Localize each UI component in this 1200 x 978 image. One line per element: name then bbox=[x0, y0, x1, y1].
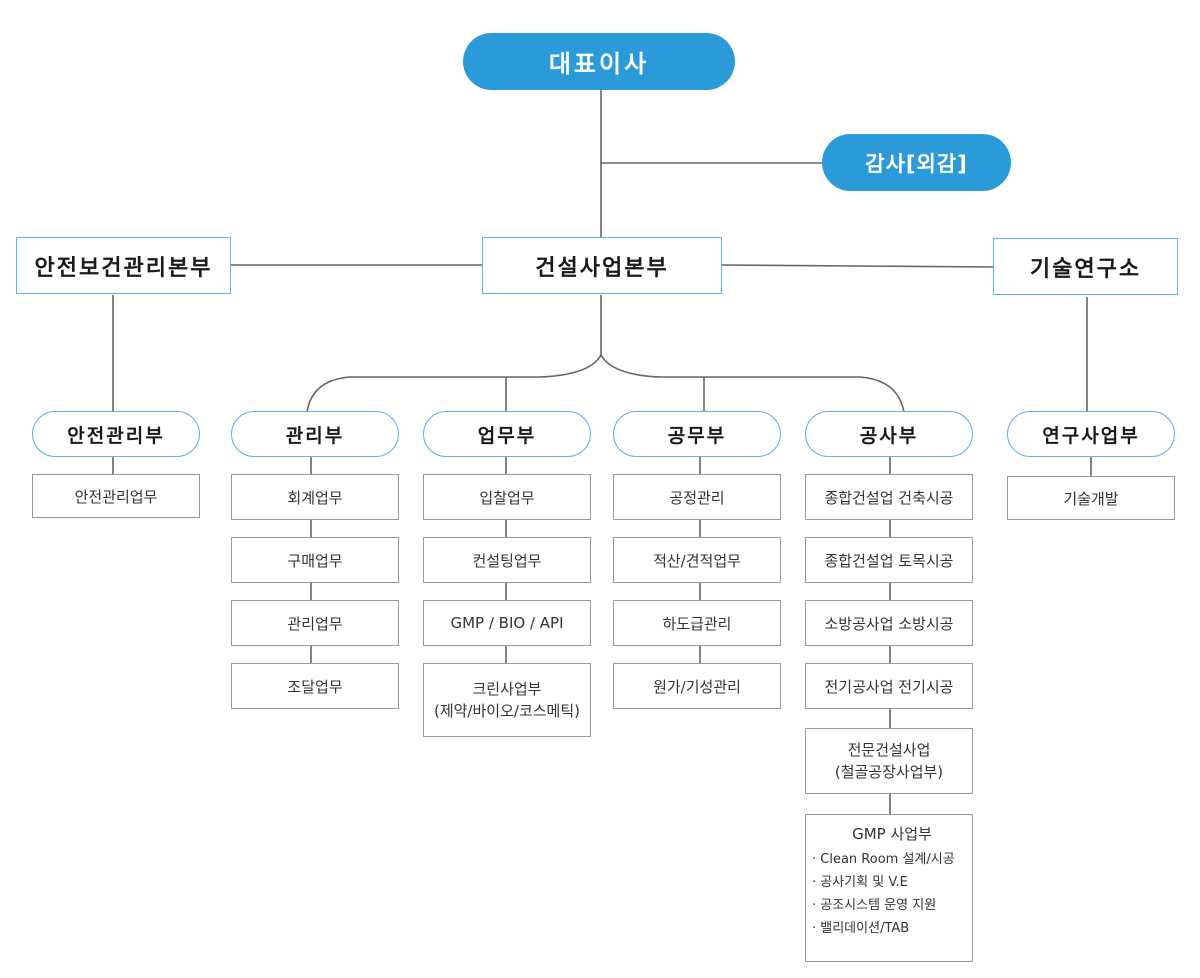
dept-management-label: 관리부 bbox=[285, 424, 345, 447]
task-fire-protection: 소방공사업 소방시공 bbox=[805, 600, 973, 646]
task-procurement: 조달업무 bbox=[231, 663, 399, 709]
task-process-mgmt: 공정관리 bbox=[613, 474, 781, 520]
task-label: 전기공사업 전기시공 bbox=[824, 677, 954, 696]
gmp-item: · 밸리데이션/TAB bbox=[812, 921, 910, 936]
task-label: 소방공사업 소방시공 bbox=[824, 614, 954, 633]
task-estimation: 적산/견적업무 bbox=[613, 537, 781, 583]
dept-business: 업무부 bbox=[423, 411, 591, 457]
research-institute-label: 기술연구소 bbox=[1029, 256, 1142, 282]
task-label: 크린사업부 bbox=[472, 680, 542, 698]
task-subcontract-mgmt: 하도급관리 bbox=[613, 600, 781, 646]
task-label: 회계업무 bbox=[287, 488, 343, 507]
gmp-item: · 공조시스템 운영 지원 bbox=[812, 898, 937, 913]
task-sublabel: (제약/바이오/코스메틱) bbox=[433, 702, 580, 720]
task-safety-mgmt: 안전관리업무 bbox=[32, 474, 200, 518]
task-electrical: 전기공사업 전기시공 bbox=[805, 663, 973, 709]
construction-division-node: 건설사업본부 bbox=[482, 237, 722, 294]
dept-safety-mgmt: 안전관리부 bbox=[32, 411, 200, 457]
safety-division-label: 안전보건관리본부 bbox=[34, 255, 213, 281]
dept-engineering: 공무부 bbox=[613, 411, 781, 457]
task-label: 조달업무 bbox=[287, 677, 343, 696]
task-tech-development: 기술개발 bbox=[1007, 476, 1175, 520]
task-gmp-division: GMP 사업부 · Clean Room 설계/시공 · 공사기획 및 V.E … bbox=[805, 814, 973, 962]
dept-research-biz-label: 연구사업부 bbox=[1042, 424, 1140, 447]
task-label: 적산/견적업무 bbox=[653, 551, 741, 570]
dept-construction-work-label: 공사부 bbox=[859, 424, 919, 447]
task-label: 컨설팅업무 bbox=[472, 551, 542, 570]
task-sublabel: (철골공장사업부) bbox=[834, 763, 944, 781]
task-gmp-bio-api: GMP / BIO / API bbox=[423, 600, 591, 646]
task-label: 안전관리업무 bbox=[74, 487, 158, 506]
dept-safety-mgmt-label: 안전관리부 bbox=[67, 424, 165, 447]
task-label: 원가/기성관리 bbox=[653, 677, 741, 696]
dept-research-biz: 연구사업부 bbox=[1007, 411, 1175, 457]
dept-business-label: 업무부 bbox=[477, 424, 537, 447]
dept-construction-work: 공사부 bbox=[805, 411, 973, 457]
task-general-civil: 종합건설업 토목시공 bbox=[805, 537, 973, 583]
task-label: 기술개발 bbox=[1063, 489, 1119, 508]
research-institute-node: 기술연구소 bbox=[993, 238, 1178, 295]
task-label: GMP / BIO / API bbox=[450, 614, 564, 632]
construction-division-label: 건설사업본부 bbox=[535, 255, 669, 281]
task-special-construction: 전문건설사업 (철골공장사업부) bbox=[805, 728, 973, 794]
task-label: 공정관리 bbox=[669, 488, 725, 507]
task-general-building: 종합건설업 건축시공 bbox=[805, 474, 973, 520]
ceo-node: 대표이사 bbox=[463, 33, 735, 90]
safety-division-node: 안전보건관리본부 bbox=[16, 237, 231, 294]
audit-label: 감사[외감] bbox=[865, 151, 968, 176]
gmp-item: · Clean Room 설계/시공 bbox=[812, 852, 955, 867]
dept-management: 관리부 bbox=[231, 411, 399, 457]
task-accounting: 회계업무 bbox=[231, 474, 399, 520]
dept-engineering-label: 공무부 bbox=[667, 424, 727, 447]
task-bidding: 입찰업무 bbox=[423, 474, 591, 520]
task-administration: 관리업무 bbox=[231, 600, 399, 646]
task-label: 종합건설업 건축시공 bbox=[824, 488, 954, 507]
task-clean-business: 크린사업부 (제약/바이오/코스메틱) bbox=[423, 663, 591, 737]
task-label: 관리업무 bbox=[287, 614, 343, 633]
gmp-item: · 공사기획 및 V.E bbox=[812, 875, 908, 890]
task-label: 종합건설업 토목시공 bbox=[824, 551, 954, 570]
task-purchasing: 구매업무 bbox=[231, 537, 399, 583]
task-cost-mgmt: 원가/기성관리 bbox=[613, 663, 781, 709]
task-label: 하도급관리 bbox=[662, 614, 732, 633]
task-label: 구매업무 bbox=[287, 551, 343, 570]
gmp-division-title: GMP 사업부 bbox=[852, 825, 932, 843]
audit-node: 감사[외감] bbox=[822, 134, 1011, 191]
task-label: 입찰업무 bbox=[479, 488, 535, 507]
task-label: 전문건설사업 bbox=[847, 741, 931, 759]
ceo-label: 대표이사 bbox=[548, 50, 650, 78]
task-consulting: 컨설팅업무 bbox=[423, 537, 591, 583]
